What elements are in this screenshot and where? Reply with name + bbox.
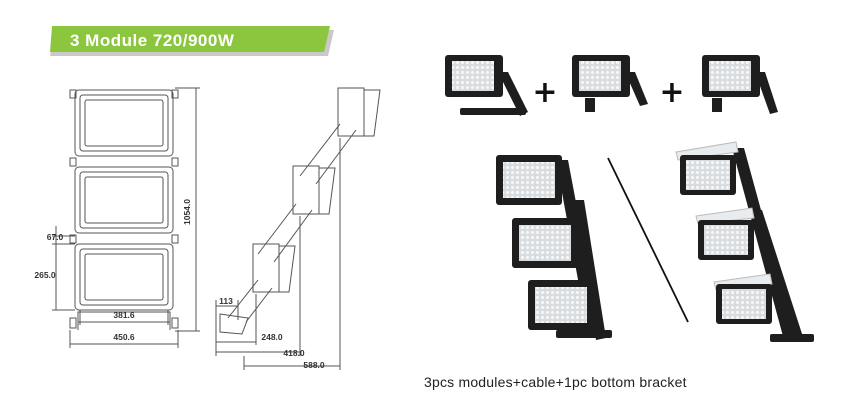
dim-offset-2: 418.0 xyxy=(283,348,305,358)
dim-inner-width: 381.6 xyxy=(113,310,135,320)
side-view-drawing xyxy=(215,87,381,370)
front-view-drawing xyxy=(52,87,200,348)
plus-sign-2: + xyxy=(659,75,684,110)
product-caption: 3pcs modules+cable+1pc bottom bracket xyxy=(424,374,687,390)
dim-bracket-base: 113 xyxy=(219,296,233,306)
single-module-3 xyxy=(702,55,778,114)
single-module-2 xyxy=(572,55,648,112)
title-banner: 3 Module 720/900W xyxy=(50,26,334,56)
dim-total-height: 1054.0 xyxy=(182,199,192,225)
dim-module-height: 265.0 xyxy=(34,270,56,280)
dim-outer-width: 450.6 xyxy=(113,332,135,342)
assembled-fixture-with-visors xyxy=(675,141,814,342)
page-title: 3 Module 720/900W xyxy=(70,31,235,50)
dim-offset-1: 248.0 xyxy=(261,332,283,342)
banner-shape xyxy=(50,26,334,56)
assembled-fixture xyxy=(496,155,612,340)
single-module-1 xyxy=(445,55,528,116)
dim-module-gap: 67.0 xyxy=(47,232,64,242)
divider-line xyxy=(607,157,689,323)
dim-offset-3: 588.0 xyxy=(303,360,325,370)
plus-sign-1: + xyxy=(532,75,557,110)
